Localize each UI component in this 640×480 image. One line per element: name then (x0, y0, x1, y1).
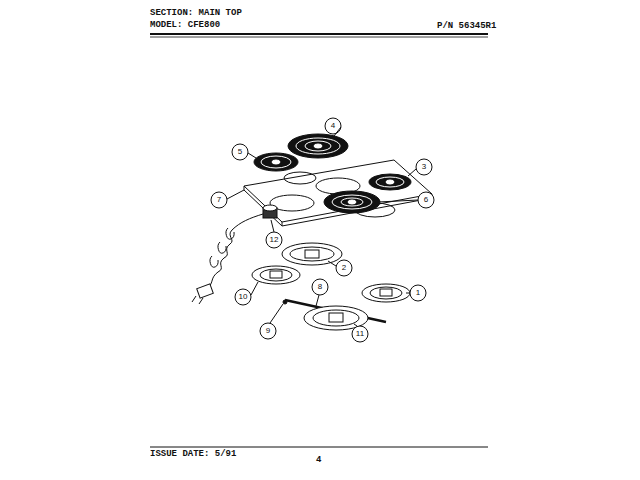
callout-number: 6 (424, 196, 428, 204)
callout-number: 4 (331, 122, 335, 130)
callout-number: 12 (270, 236, 279, 244)
callout-number: 1 (416, 289, 420, 297)
callout-number: 8 (318, 283, 322, 291)
section-title: SECTION: MAIN TOP (150, 9, 242, 18)
model-number: MODEL: CFE800 (150, 21, 220, 30)
callout-number: 3 (422, 163, 426, 171)
callout-number: 10 (239, 293, 248, 301)
part-number: P/N 56345R1 (437, 22, 496, 31)
callout-number: 7 (217, 196, 221, 204)
callout-number: 2 (342, 264, 346, 272)
issue-date: ISSUE DATE: 5/91 (150, 450, 236, 459)
callout-number: 11 (356, 330, 364, 338)
callout-number: 5 (238, 148, 242, 156)
page-number: 4 (316, 456, 321, 465)
callout-number: 9 (266, 327, 270, 335)
